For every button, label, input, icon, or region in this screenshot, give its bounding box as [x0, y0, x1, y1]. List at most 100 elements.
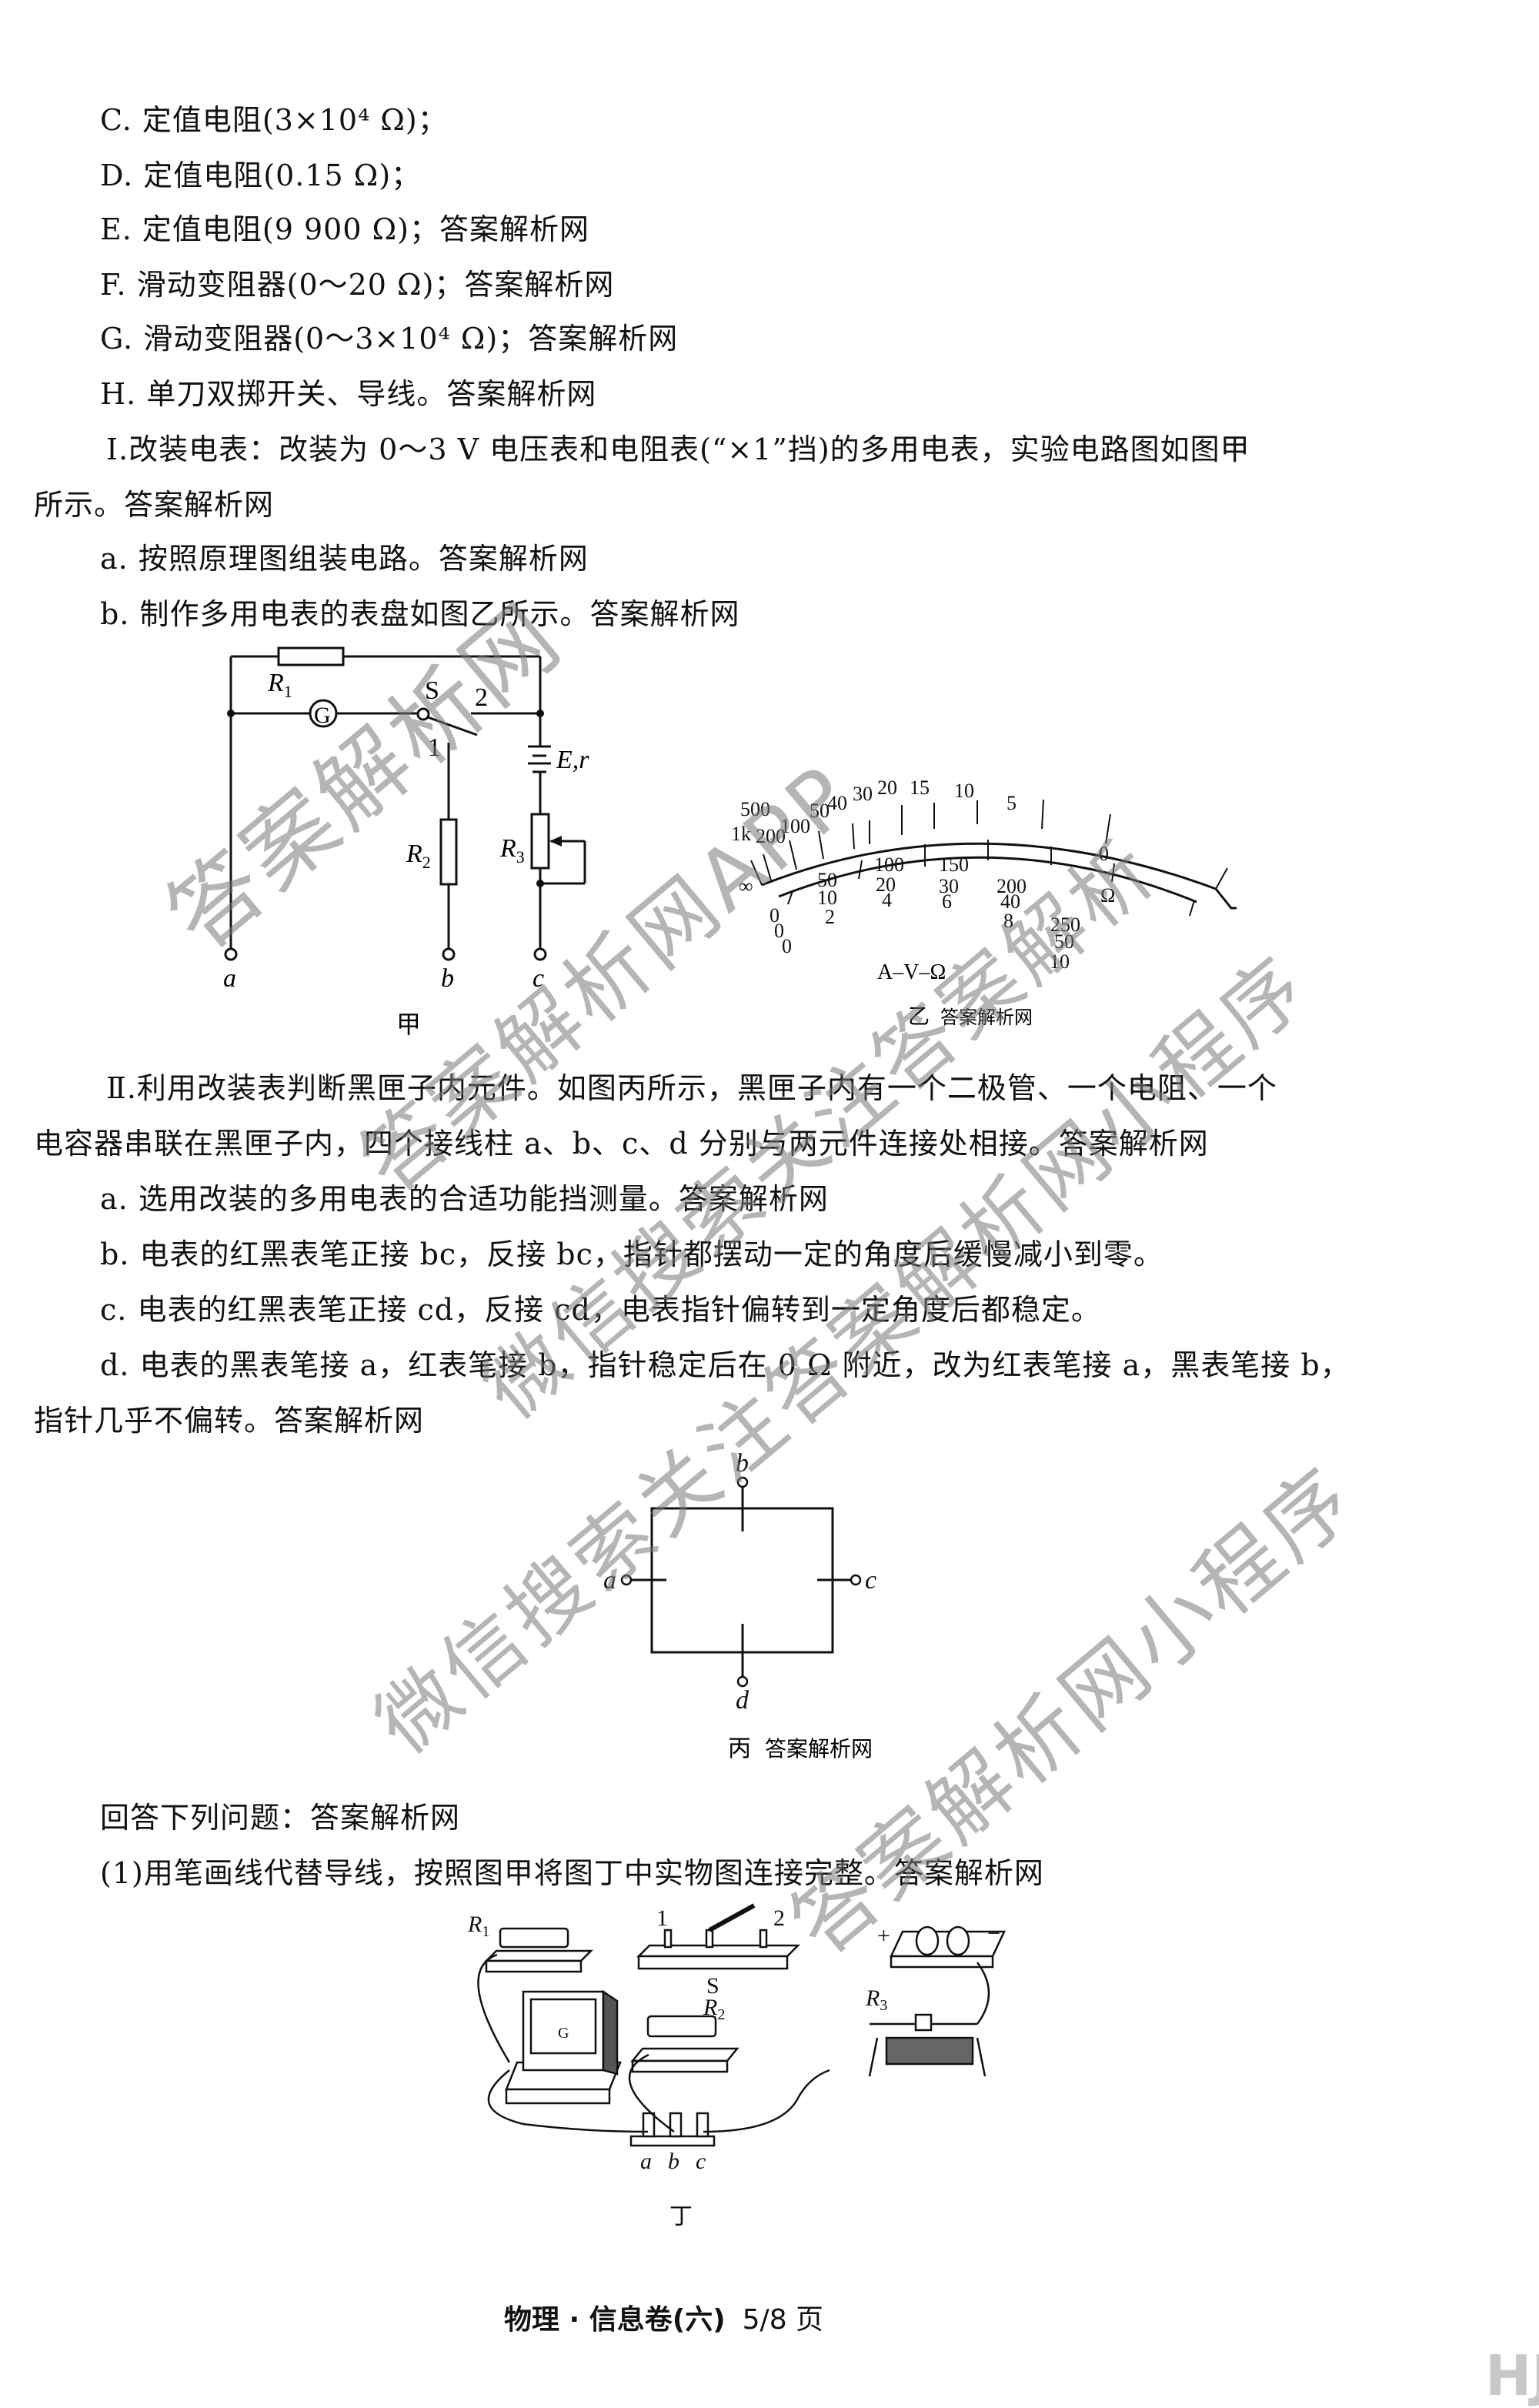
- resistor-r2-device: [630, 2015, 739, 2073]
- ohm-10: 10: [954, 780, 974, 802]
- figure-ding-apparatus: R1 1 2 S + − G R2 R3 a b c 丁: [467, 1903, 1006, 2229]
- part2-step-c: c. 电表的红黑表笔正接 cd，反接 cd，电表指针偏转到一定角度后都稳定。: [100, 1293, 1101, 1327]
- scale250-50: 50: [817, 869, 837, 891]
- switch-label: S: [706, 1973, 719, 1999]
- wire-g-to-a: [487, 2069, 649, 2133]
- r2-label: R2: [703, 1995, 725, 2023]
- rheostat-r3-device: [868, 2013, 986, 2077]
- r1-label: R1: [267, 669, 292, 701]
- switch-s-device: [636, 1903, 801, 1970]
- figure-jia-caption: 甲: [396, 1010, 421, 1038]
- switch-pos2-label: 2: [475, 683, 488, 712]
- equipment-item-f: F. 滑动变阻器(0～20 Ω)；答案解析网: [100, 268, 615, 302]
- part1-step-a: a. 按照原理图组装电路。答案解析网: [100, 542, 589, 576]
- r2-label: R2: [406, 840, 431, 872]
- corner-mark: HJ: [1485, 2343, 1539, 2408]
- galvanometer-face-label: G: [558, 2025, 569, 2042]
- terminal-c-label: c: [532, 964, 544, 993]
- terminal-a-label: a: [223, 964, 236, 993]
- figure-yi-dial: ∞ 1k 500 200 100 50 40 30 20 15 10 5 0 Ω…: [731, 777, 1237, 1029]
- battery-plus-label: +: [877, 1923, 890, 1949]
- ohm-30: 30: [853, 783, 873, 805]
- r3-label: R3: [865, 1986, 887, 2014]
- ohm-40: 40: [827, 792, 847, 814]
- scale250-0: 0: [770, 904, 780, 927]
- ohm-15: 15: [910, 777, 930, 799]
- switch-label: S: [425, 676, 439, 705]
- scale50-20: 20: [876, 873, 896, 896]
- battery-label: E,r: [556, 746, 589, 774]
- wire-battery-to-r3: [976, 1962, 990, 2025]
- equipment-item-d: D. 定值电阻(0.15 Ω)；: [100, 159, 422, 192]
- wire-r2-to-b: [628, 2053, 675, 2133]
- scale10-6: 6: [942, 890, 952, 913]
- resistor-r1-device: [483, 1927, 594, 1973]
- part2-step-b: b. 电表的红黑表笔正接 bc，反接 bc，指针都摆动一定的角度后缓慢减小到零。: [100, 1237, 1163, 1271]
- part2-heading-cont: 电容器串联在黑匣子内，四个接线柱 a、b、c、d 分别与两元件连接处相接。答案解…: [34, 1127, 1209, 1161]
- switch-pos1-label: 1: [656, 1905, 668, 1931]
- scale250-250: 250: [1050, 913, 1080, 936]
- equipment-item-h: H. 单刀双掷开关、导线。答案解析网: [100, 377, 597, 411]
- figure-ding-caption: 丁: [669, 2204, 693, 2229]
- r3-label: R3: [499, 834, 525, 867]
- switch-pos1-label: 1: [428, 733, 441, 762]
- scale50-50: 50: [1054, 930, 1074, 953]
- dial-lower-arc: [778, 856, 1197, 903]
- terminal-a: a: [603, 1566, 616, 1595]
- switch-blade: [427, 716, 478, 736]
- ohm-unit: Ω: [1100, 884, 1115, 907]
- part2-step-d: d. 电表的黑表笔接 a，红表笔接 b，指针稳定后在 0 Ω 附近，改为红表笔接…: [100, 1348, 1350, 1382]
- footer-title: 物理 · 信息卷(六): [504, 2304, 726, 2336]
- scale10-0: 0: [782, 935, 792, 957]
- ohm-50: 50: [810, 800, 830, 822]
- part2-heading: Ⅱ.利用改装表判断黑匣子内元件。如图丙所示，黑匣子内有一个二极管、一个电阻、一个: [106, 1071, 1277, 1105]
- terminal-block-abc: [629, 2112, 716, 2147]
- terminal-c: c: [865, 1566, 876, 1595]
- scale10-10: 10: [1050, 950, 1070, 973]
- battery-minus-label: −: [987, 1921, 1000, 1946]
- scale10-4: 4: [882, 889, 892, 911]
- part2-step-d-cont: 指针几乎不偏转。答案解析网: [34, 1404, 425, 1438]
- equipment-item-c: C. 定值电阻(3×10⁴ Ω)；: [100, 103, 448, 137]
- ohm-500: 500: [740, 798, 770, 820]
- scale50-0: 0: [774, 920, 784, 942]
- equipment-item-g: G. 滑动变阻器(0～3×10⁴ Ω)；答案解析网: [100, 322, 679, 356]
- galvanometer-device: [505, 1989, 622, 2105]
- battery-device: [890, 1925, 1006, 1969]
- questions-intro: 回答下列问题：答案解析网: [100, 1801, 461, 1835]
- terminal-b: b: [736, 1449, 749, 1478]
- dial-label: A–V–Ω: [877, 960, 946, 984]
- part1-step-b: b. 制作多用电表的表盘如图乙所示。答案解析网: [100, 597, 740, 631]
- ohm-infinity: ∞: [739, 875, 753, 897]
- terminal-b-label: b: [441, 964, 454, 993]
- figure-jia-circuit: R1 G S 2 1 E,r R2 R3 a b c 甲: [223, 646, 589, 1038]
- terminal-c-label: c: [696, 2149, 706, 2174]
- wire-r1-to-g: [477, 1953, 511, 2063]
- figure-yi-caption: 乙答案解析网: [908, 1005, 1033, 1029]
- ohm-5: 5: [1007, 792, 1017, 814]
- wire-c-to-r3: [703, 2069, 830, 2133]
- scale50-10: 10: [817, 887, 837, 909]
- figure-bing-blackbox: b a c d 丙答案解析网: [603, 1449, 876, 1762]
- scale250-150: 150: [939, 853, 969, 876]
- part1-heading-cont: 所示。答案解析网: [34, 488, 275, 522]
- resistor-r2-symbol: [439, 818, 458, 886]
- scale50-30: 30: [939, 875, 959, 897]
- scale50-40: 40: [1000, 890, 1020, 913]
- terminal-d: d: [736, 1686, 749, 1715]
- r1-label: R1: [467, 1912, 489, 1940]
- footer-page-number: 5/8 页: [742, 2304, 824, 2336]
- ohm-200: 200: [756, 825, 786, 847]
- part2-step-a: a. 选用改装的多用电表的合适功能挡测量。答案解析网: [100, 1182, 829, 1216]
- ohm-0: 0: [1099, 843, 1109, 865]
- galvanometer-label: G: [314, 703, 331, 728]
- ohm-20: 20: [877, 777, 897, 799]
- figure-bing-caption: 丙答案解析网: [728, 1736, 873, 1762]
- terminal-b-label: b: [668, 2149, 679, 2174]
- scale250-100: 100: [874, 853, 904, 876]
- dial-upper-arc: [761, 842, 1217, 890]
- terminal-a-label: a: [640, 2149, 652, 2174]
- ohm-100: 100: [780, 815, 810, 837]
- part1-heading: Ⅰ.改装电表：改装为 0～3 V 电压表和电阻表(“×1”挡)的多用电表，实验电…: [106, 433, 1250, 466]
- resistor-r1-symbol: [277, 646, 345, 666]
